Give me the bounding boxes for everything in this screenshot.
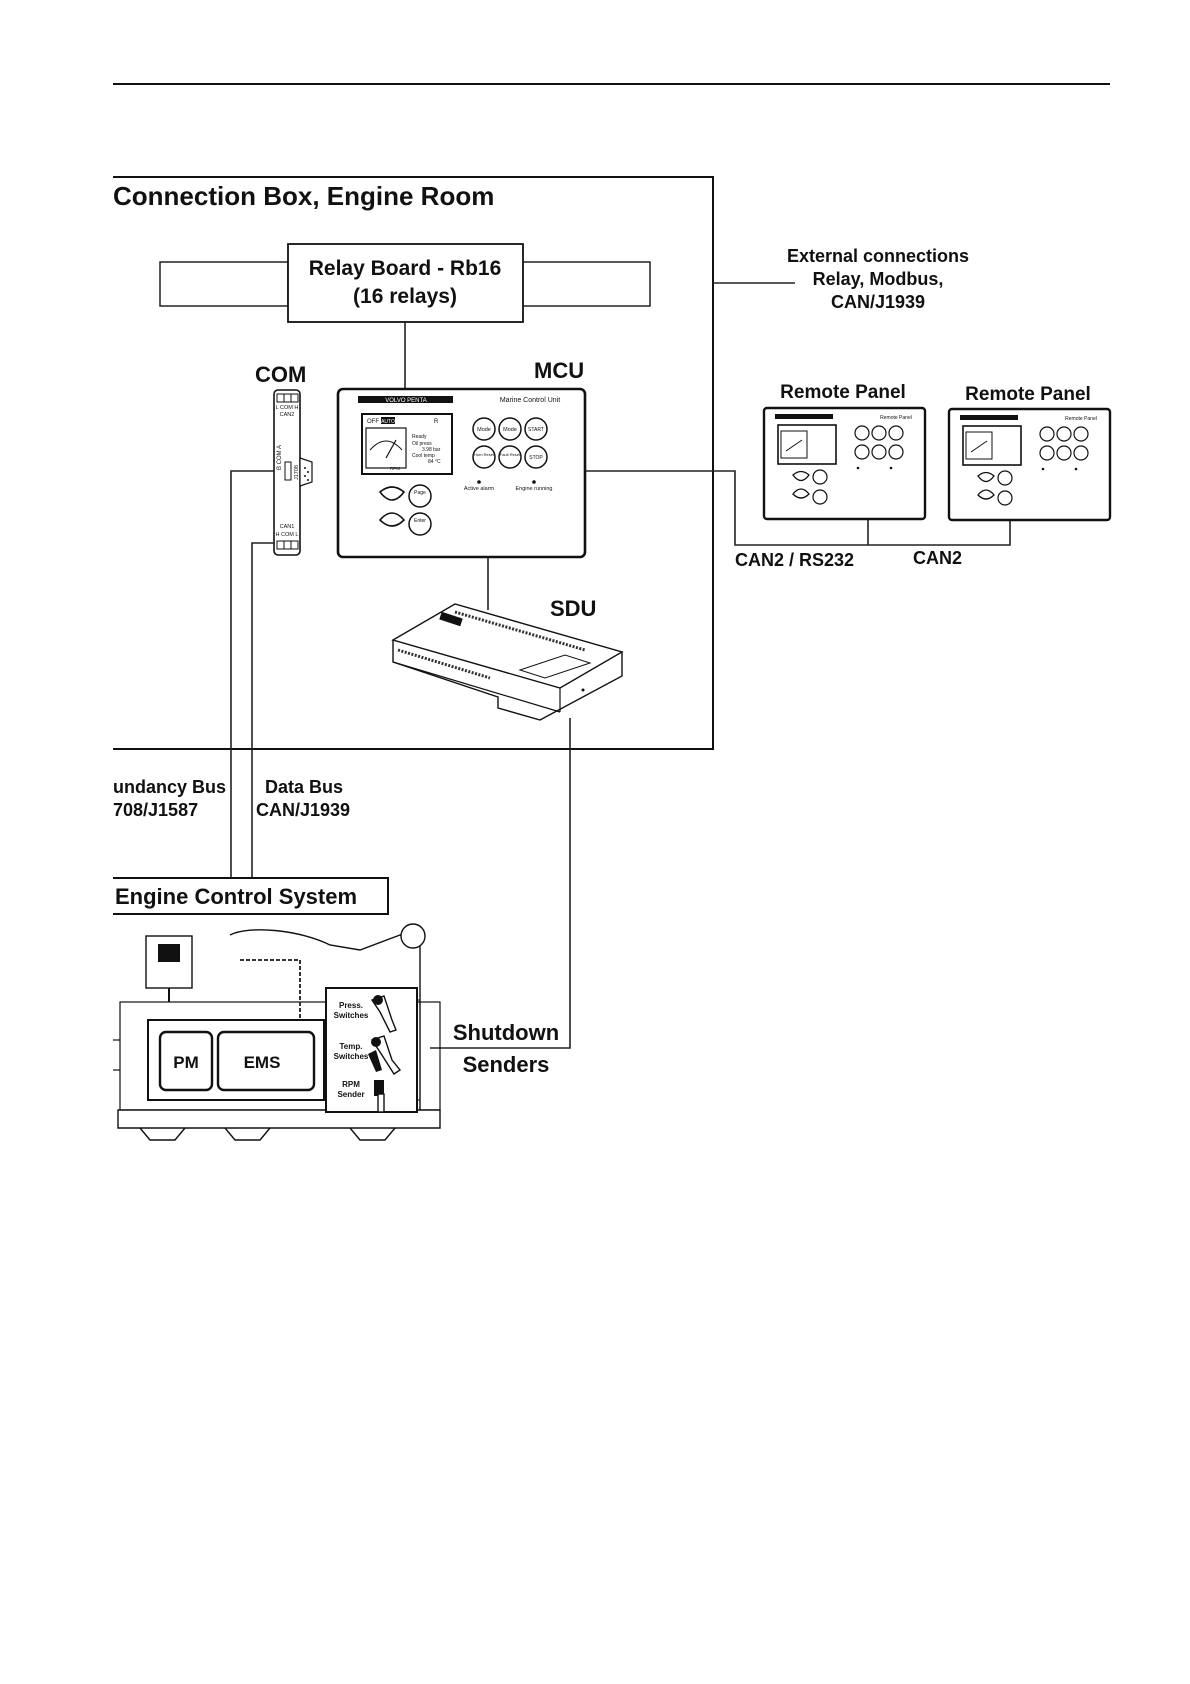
svg-text:START: START xyxy=(528,427,544,433)
page-button[interactable] xyxy=(408,484,432,508)
active-alarm-led xyxy=(477,480,481,484)
svg-text:Switches: Switches xyxy=(334,1011,369,1020)
shutdown-label-1: Shutdown xyxy=(453,1020,559,1045)
temperature-switch-icon xyxy=(368,1035,402,1075)
data-bus-label-2: CAN/J1939 xyxy=(256,800,350,820)
pressure-switch-icon xyxy=(370,995,397,1033)
engine-control-system: Engine Control System PM EMS Press. Sw xyxy=(113,877,559,1141)
com-bottom-label: H COM L xyxy=(276,532,299,538)
horn-reset-button[interactable] xyxy=(472,445,496,469)
connection-box-title: Connection Box, Engine Room xyxy=(113,181,494,211)
remote-panel-1: Remote Panel Remote Panel xyxy=(762,382,927,521)
relay-board: Relay Board - Rb16 (16 relays) xyxy=(159,243,651,390)
svg-text:Mode: Mode xyxy=(503,427,517,433)
svg-text:Temp.: Temp. xyxy=(340,1042,363,1051)
shutdown-label-2: Senders xyxy=(463,1052,550,1077)
mcu-unit-label: Marine Control Unit xyxy=(500,397,560,404)
remote-panel-2-title: Remote Panel xyxy=(965,384,1091,405)
com-top-label: L COM H xyxy=(276,405,299,411)
engine-control-title: Engine Control System xyxy=(115,884,357,909)
svg-text:Sender: Sender xyxy=(337,1090,364,1099)
svg-text:Active alarm: Active alarm xyxy=(464,486,495,492)
mcu: MCU VOLVO PENTA Marine Control Unit OFF … xyxy=(336,358,587,559)
bus-labels: undancy Bus 708/J1587 Data Bus CAN/J1939 xyxy=(113,777,350,820)
relay-board-line2: (16 relays) xyxy=(353,285,457,308)
engine-running-led xyxy=(532,480,536,484)
svg-text:RPM: RPM xyxy=(390,466,400,471)
svg-text:AUTO: AUTO xyxy=(381,419,395,425)
sdu: SDU xyxy=(391,596,624,721)
svg-text:R: R xyxy=(434,419,439,425)
com-side-label: B COM A xyxy=(277,445,283,470)
down-arrow-button[interactable] xyxy=(378,512,406,527)
com-j1708-label: J1708 xyxy=(294,465,300,480)
svg-text:Ready: Ready xyxy=(412,434,427,440)
com-can2-label: CAN2 xyxy=(280,412,295,418)
mcu-title: MCU xyxy=(534,358,584,383)
ems-label: EMS xyxy=(244,1053,281,1072)
can2-rs232-label: CAN2 / RS232 xyxy=(735,550,854,570)
external-connections: External connections Relay, Modbus, CAN/… xyxy=(713,246,969,312)
can2-label: CAN2 xyxy=(913,548,962,568)
svg-text:Mode: Mode xyxy=(477,427,491,433)
svg-text:Enter: Enter xyxy=(414,518,426,524)
pm-label: PM xyxy=(173,1053,199,1072)
engine-illustration xyxy=(113,923,441,1141)
mode-button-1[interactable] xyxy=(472,417,496,441)
svg-text:OFF: OFF xyxy=(367,419,379,425)
com-module: COM L COM H CAN2 B COM A J1708 CAN1 H CO… xyxy=(255,362,313,556)
svg-text:Press.: Press. xyxy=(339,1001,363,1010)
pm-module xyxy=(158,1030,214,1092)
svg-text:Page: Page xyxy=(414,490,426,496)
gauge-icon xyxy=(365,427,407,469)
remote-panel-1-title: Remote Panel xyxy=(780,382,906,403)
com-title: COM xyxy=(255,362,306,387)
data-bus-label-1: Data Bus xyxy=(265,777,343,797)
mode-button-2[interactable] xyxy=(498,417,522,441)
fault-reset-button[interactable] xyxy=(498,445,522,469)
svg-text:Remote Panel: Remote Panel xyxy=(1065,416,1097,422)
sdu-title: SDU xyxy=(550,596,596,621)
svg-text:Cool temp: Cool temp xyxy=(412,453,435,459)
remote-panel-2: Remote Panel Remote Panel xyxy=(947,384,1112,522)
redundancy-bus-label-1: undancy Bus xyxy=(113,777,226,797)
svg-text:3.98 bar: 3.98 bar xyxy=(422,447,441,453)
com-can1-label: CAN1 xyxy=(280,524,295,530)
svg-text:Horn Reset: Horn Reset xyxy=(474,452,495,457)
svg-text:RPM: RPM xyxy=(342,1080,360,1089)
sensors-enclosure xyxy=(325,987,418,1113)
mcu-brand-bar xyxy=(358,396,453,403)
can-wiring: CAN2 / RS232 CAN2 xyxy=(585,470,1011,570)
mcu-buttons: Mode Mode START Horn Reset Fault Reset S… xyxy=(472,417,548,469)
bus-wiring xyxy=(230,470,571,1049)
rpm-sender-icon xyxy=(374,1080,385,1113)
redundancy-bus-label-2: 708/J1587 xyxy=(113,800,198,820)
external-line3: CAN/J1939 xyxy=(831,292,925,312)
enter-button[interactable] xyxy=(408,512,432,536)
ems-module xyxy=(216,1030,316,1092)
start-button[interactable] xyxy=(524,417,548,441)
relay-board-line1: Relay Board - Rb16 xyxy=(309,257,502,280)
stop-button[interactable] xyxy=(524,445,548,469)
svg-text:Oil press: Oil press xyxy=(412,441,432,447)
svg-text:Engine running: Engine running xyxy=(515,486,552,492)
external-line2: Relay, Modbus, xyxy=(813,269,944,289)
svg-text:Fault Reset: Fault Reset xyxy=(500,452,521,457)
svg-text:STOP: STOP xyxy=(529,455,543,461)
svg-text:Switches: Switches xyxy=(334,1052,369,1061)
mcu-brand: VOLVO PENTA xyxy=(385,398,426,404)
up-arrow-button[interactable] xyxy=(378,486,406,501)
svg-text:84 °C: 84 °C xyxy=(428,459,441,465)
external-line1: External connections xyxy=(787,246,969,266)
svg-text:Remote Panel: Remote Panel xyxy=(880,415,912,421)
connection-box: Connection Box, Engine Room xyxy=(113,176,714,750)
